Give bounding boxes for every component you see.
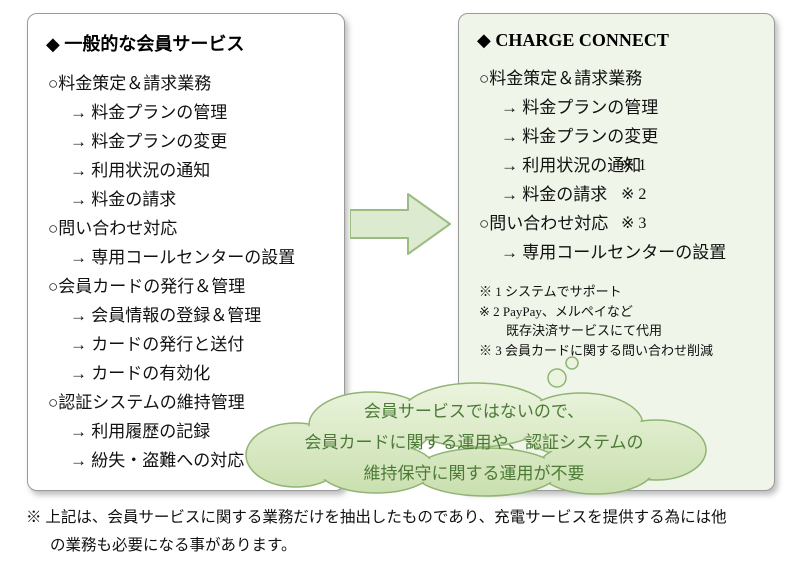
cloud-tail-dot <box>565 356 579 370</box>
service-item: → 利用履歴の記録 <box>70 422 211 441</box>
item-label: → 専用コールセンターの設置 <box>501 243 727 262</box>
panel-title: ◆ 一般的な会員サービス <box>46 34 245 54</box>
remark-line: の業務も必要になる事があります。 <box>50 537 297 554</box>
footnote: ※ 1 システムでサポート <box>479 284 622 299</box>
cloud-line: 維持保守に関する運用が不要 <box>363 464 585 483</box>
bottom-remark: ※ 上記は、会員サービスに関する業務だけを抽出したものであり、充電サービスを提供… <box>26 504 727 560</box>
service-item: → 料金の請求 <box>70 190 177 209</box>
item-note: ※ 3 <box>621 215 647 232</box>
service-item: ○料金策定＆請求業務 <box>471 64 762 93</box>
service-item: ○問い合わせ対応 <box>48 219 178 238</box>
service-item: → 紛失・盗難への対応 <box>70 451 245 470</box>
service-item: → カードの有効化 <box>70 364 211 383</box>
service-item: ○会員カードの発行＆管理 <box>48 277 246 296</box>
footnote-list: ※ 1 システムでサポート ※ 2 PayPay、メルペイなど 既存決済サービス… <box>471 282 762 360</box>
service-item: ○料金策定＆請求業務 <box>48 74 212 93</box>
item-label: → 利用状況の通知 <box>501 156 642 175</box>
footnote: 既存決済サービスにて代用 <box>506 323 663 338</box>
service-item: → 料金プランの管理 <box>70 103 228 122</box>
service-item: → 専用コールセンターの設置 <box>471 238 762 267</box>
service-item: → 料金プランの変更 <box>70 132 228 151</box>
service-item: → 利用状況の通知 ※ 1 <box>471 151 762 180</box>
item-label: → 料金プランの管理 <box>501 98 659 117</box>
item-note: ※ 1 <box>621 157 647 174</box>
item-label: → 料金プランの変更 <box>501 127 659 146</box>
footnote: ※ 2 PayPay、メルペイなど <box>479 303 633 319</box>
service-item: → カードの発行と送付 <box>70 335 245 354</box>
footnote: ※ 3 会員カードに関する問い合わせ削減 <box>479 342 714 358</box>
item-label: ○問い合わせ対応 <box>479 214 609 233</box>
service-item: → 会員情報の登録＆管理 <box>70 306 262 325</box>
service-item: ○認証システムの維持管理 <box>48 393 245 412</box>
panel-title: ◆ CHARGE CONNECT <box>477 30 669 50</box>
service-item-list: ○料金策定＆請求業務 → 料金プランの管理 → 料金プランの変更 → 利用状況の… <box>40 69 332 475</box>
right-arrow-icon <box>350 193 451 255</box>
service-item: → 料金の請求 ※ 2 <box>471 180 762 209</box>
remark-line: ※ 上記は、会員サービスに関する業務だけを抽出したものであり、充電サービスを提供… <box>26 509 727 526</box>
cloud-tail-dot <box>547 368 567 388</box>
cloud-line: 会員サービスではないので、 <box>363 402 585 421</box>
service-item: → 料金プランの変更 <box>471 122 762 151</box>
cloud-callout-shape <box>245 356 707 497</box>
item-note: ※ 2 <box>621 186 647 203</box>
item-label: → 料金の請求 <box>501 185 608 204</box>
cloud-callout-text: 会員サービスではないので、 会員カードに関する運用や、認証システムの 維持保守に… <box>240 396 708 489</box>
service-item: ○問い合わせ対応 ※ 3 <box>471 209 762 238</box>
service-item: → 専用コールセンターの設置 <box>70 248 296 267</box>
service-item-list: ○料金策定＆請求業務 → 料金プランの管理 → 料金プランの変更 → 利用状況の… <box>471 64 762 267</box>
service-item: → 料金プランの管理 <box>471 93 762 122</box>
item-label: ○料金策定＆請求業務 <box>479 69 643 88</box>
cloud-line: 会員カードに関する運用や、認証システムの <box>304 433 644 452</box>
general-service-panel: ◆ 一般的な会員サービス ○料金策定＆請求業務 → 料金プランの管理 → 料金プ… <box>27 13 345 491</box>
service-item: → 利用状況の通知 <box>70 161 211 180</box>
